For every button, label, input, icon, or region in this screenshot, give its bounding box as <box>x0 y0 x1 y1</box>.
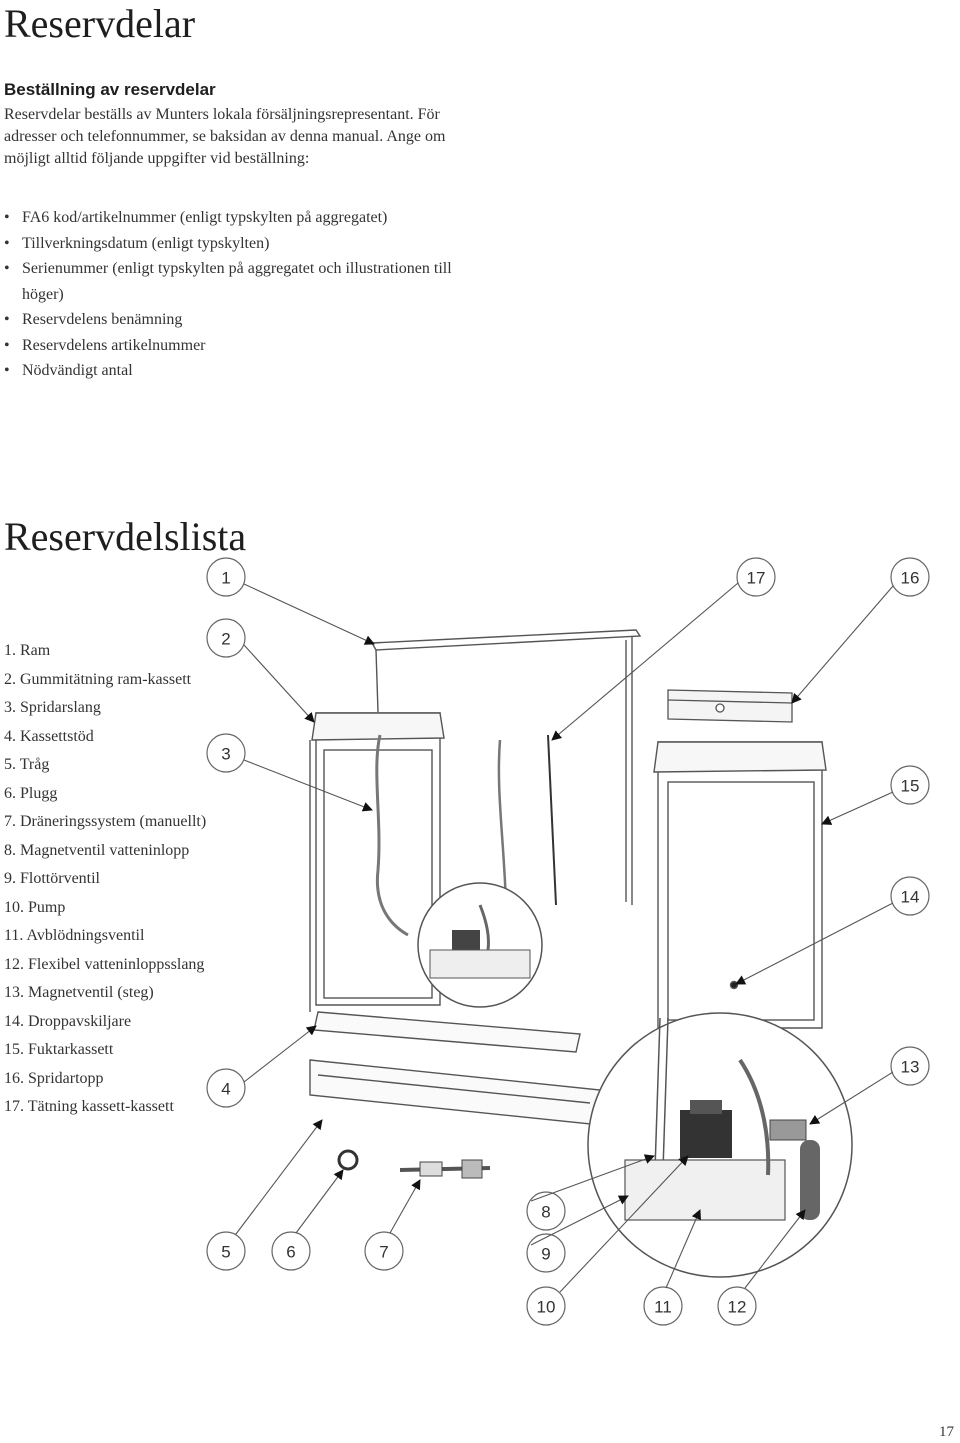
page-number: 17 <box>939 1424 954 1440</box>
callout-8: 8 <box>526 1191 566 1231</box>
svg-text:2: 2 <box>221 630 230 649</box>
parts-list-item: 4. Kassettstöd <box>4 727 94 745</box>
callout-1: 1 <box>206 557 246 597</box>
bullet-item: Nödvändigt antal <box>4 358 474 384</box>
plug-drain-drawing <box>337 1149 491 1179</box>
svg-text:7: 7 <box>379 1243 388 1262</box>
drain-hose-drawing <box>497 739 508 906</box>
bullet-item: FA6 kod/artikelnummer (enligt typskylten… <box>4 205 474 231</box>
pump-detail-small <box>417 882 543 1008</box>
svg-text:11: 11 <box>654 1298 672 1317</box>
tray-drawing <box>309 1011 601 1126</box>
callout-14: 14 <box>890 876 930 916</box>
right-cassette-drawing <box>653 741 827 1029</box>
callout-17: 17 <box>736 557 776 597</box>
svg-text:1: 1 <box>221 569 230 588</box>
svg-text:8: 8 <box>541 1203 550 1222</box>
parts-list-item: 7. Dräneringssystem (manuellt) <box>4 813 207 830</box>
svg-text:14: 14 <box>901 888 920 907</box>
svg-text:3: 3 <box>221 745 230 764</box>
svg-text:6: 6 <box>286 1243 295 1262</box>
svg-text:17: 17 <box>747 569 766 588</box>
pump-detail-large <box>587 1012 853 1278</box>
page-title: Reservdelar <box>4 1 196 46</box>
ordering-intro: Reservdelar beställs av Munters lokala f… <box>4 106 446 167</box>
spreader-top-drawing <box>667 689 793 723</box>
frame-drawing <box>370 629 642 905</box>
callout-12: 12 <box>717 1286 757 1326</box>
parts-list-item: 9. Flottörventil <box>4 870 100 887</box>
callout-10: 10 <box>526 1286 566 1326</box>
callout-6: 6 <box>271 1231 311 1271</box>
parts-list-item: 17. Tätning kassett-kassett <box>4 1098 174 1115</box>
callout-16: 16 <box>890 557 930 597</box>
parts-list-item: 16. Spridartopp <box>4 1069 104 1087</box>
bullet-item: Tillverkningsdatum (enligt typskylten) <box>4 231 474 257</box>
ordering-bullets: FA6 kod/artikelnummer (enligt typskylten… <box>4 205 474 384</box>
svg-text:16: 16 <box>901 569 920 588</box>
parts-list-item: 6. Plugg <box>4 784 58 802</box>
parts-list-item: 14. Droppavskiljare <box>4 1012 132 1030</box>
svg-text:9: 9 <box>541 1245 550 1264</box>
svg-text:15: 15 <box>901 777 920 796</box>
callout-5: 5 <box>206 1231 246 1271</box>
spreader-hose-drawing <box>375 734 409 937</box>
parts-list-item: 2. Gummitätning ram-kassett <box>4 670 192 688</box>
bullet-item: Reservdelens benämning <box>4 307 474 333</box>
bullet-item: Serienummer (enligt typskylten på aggreg… <box>4 256 474 307</box>
svg-text:4: 4 <box>221 1080 230 1099</box>
seal-strip-drawing <box>547 734 557 906</box>
parts-list-item: 13. Magnetventil (steg) <box>4 984 154 1001</box>
parts-list-heading: Reservdelslista <box>4 514 247 559</box>
callout-4: 4 <box>206 1068 246 1108</box>
parts-list-item: 3. Spridarslang <box>4 699 101 716</box>
callout-7: 7 <box>364 1231 404 1271</box>
svg-text:13: 13 <box>901 1058 920 1077</box>
parts-list-item: 8. Magnetventil vatteninlopp <box>4 841 190 859</box>
parts-list: 1. Ram 2. Gummitätning ram-kassett 3. Sp… <box>4 637 206 1122</box>
parts-list-item: 5. Tråg <box>4 756 50 773</box>
callout-3: 3 <box>206 733 246 773</box>
bullet-item: Reservdelens artikelnummer <box>4 333 474 359</box>
callout-13: 13 <box>890 1046 930 1086</box>
callout-15: 15 <box>890 765 930 805</box>
ordering-heading: Beställning av reservdelar <box>4 80 216 99</box>
callout-2: 2 <box>206 618 246 658</box>
callout-11: 11 <box>643 1286 683 1326</box>
parts-list-item: 15. Fuktarkassett <box>4 1041 114 1058</box>
callouts: 1 17 16 2 3 15 14 13 4 8 5 6 7 9 10 11 1… <box>206 557 930 1326</box>
callout-9: 9 <box>526 1233 566 1273</box>
parts-list-item: 10. Pump <box>4 898 66 916</box>
svg-text:10: 10 <box>537 1298 556 1317</box>
parts-list-item: 1. Ram <box>4 642 51 659</box>
parts-list-item: 12. Flexibel vatteninloppsslang <box>4 955 205 973</box>
parts-list-item: 11. Avblödningsventil <box>4 927 145 944</box>
svg-text:5: 5 <box>221 1243 230 1262</box>
svg-text:12: 12 <box>728 1298 747 1317</box>
leader-lines <box>235 582 894 1293</box>
